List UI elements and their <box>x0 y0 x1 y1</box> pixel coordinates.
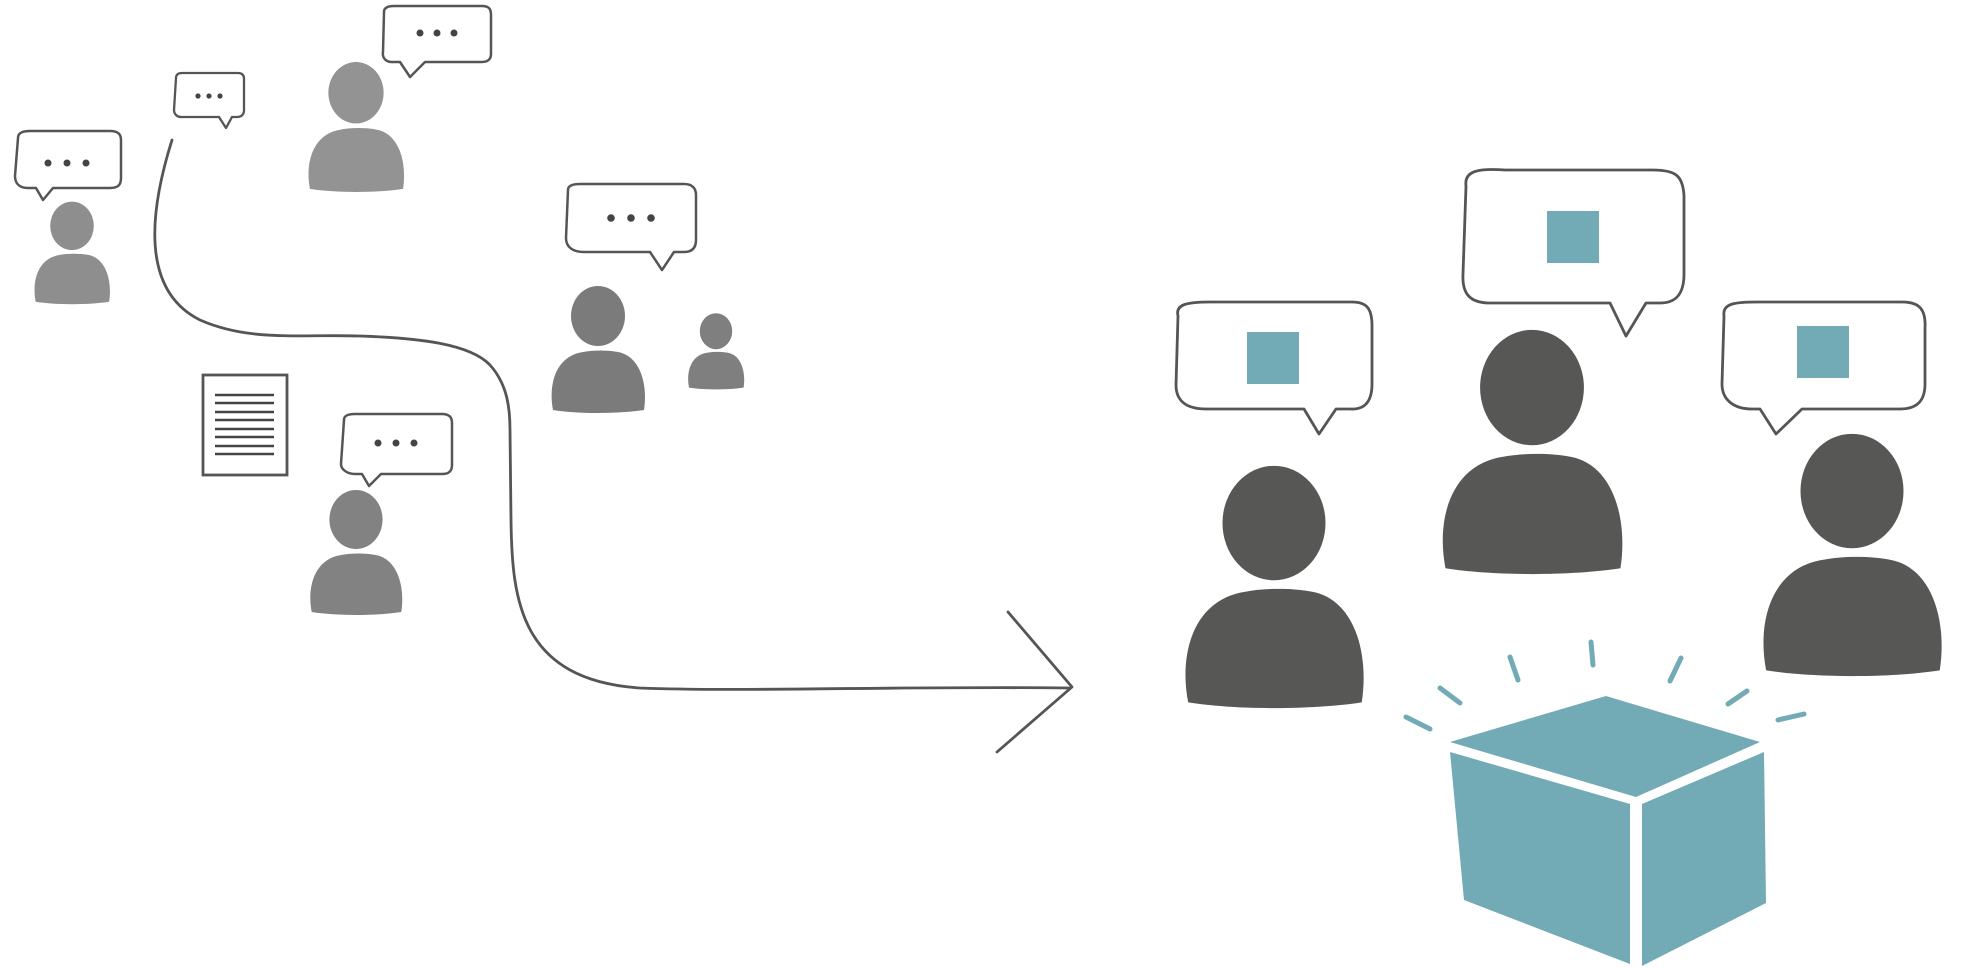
person-icon <box>1185 465 1364 709</box>
speech-bubble-icon <box>1461 168 1686 338</box>
open-box-icon <box>1403 639 1807 968</box>
idea-square-icon <box>1797 326 1849 378</box>
person-icon <box>1763 433 1942 677</box>
document-icon <box>201 373 289 477</box>
person-icon <box>308 62 405 192</box>
flow-arrow <box>153 138 1074 754</box>
person-icon <box>34 201 110 305</box>
right-people-group <box>1174 168 1942 968</box>
speech-bubble-icon <box>1174 300 1374 436</box>
left-people-group <box>13 4 745 616</box>
speech-bubble-icon <box>381 4 493 79</box>
speech-bubble-icon <box>1720 300 1927 436</box>
idea-square-icon <box>1547 211 1599 263</box>
box-rays <box>1403 639 1807 732</box>
person-icon <box>551 286 645 413</box>
speech-bubble-icon <box>339 412 454 488</box>
person-icon <box>310 489 403 616</box>
idea-square-icon <box>1247 332 1299 384</box>
speech-bubble-icon <box>564 182 698 272</box>
speech-bubble-icon <box>13 129 123 202</box>
speech-bubble-icon <box>172 71 246 130</box>
arrowhead-icon <box>995 610 1074 754</box>
person-icon <box>1442 329 1623 575</box>
person-icon <box>688 313 745 390</box>
